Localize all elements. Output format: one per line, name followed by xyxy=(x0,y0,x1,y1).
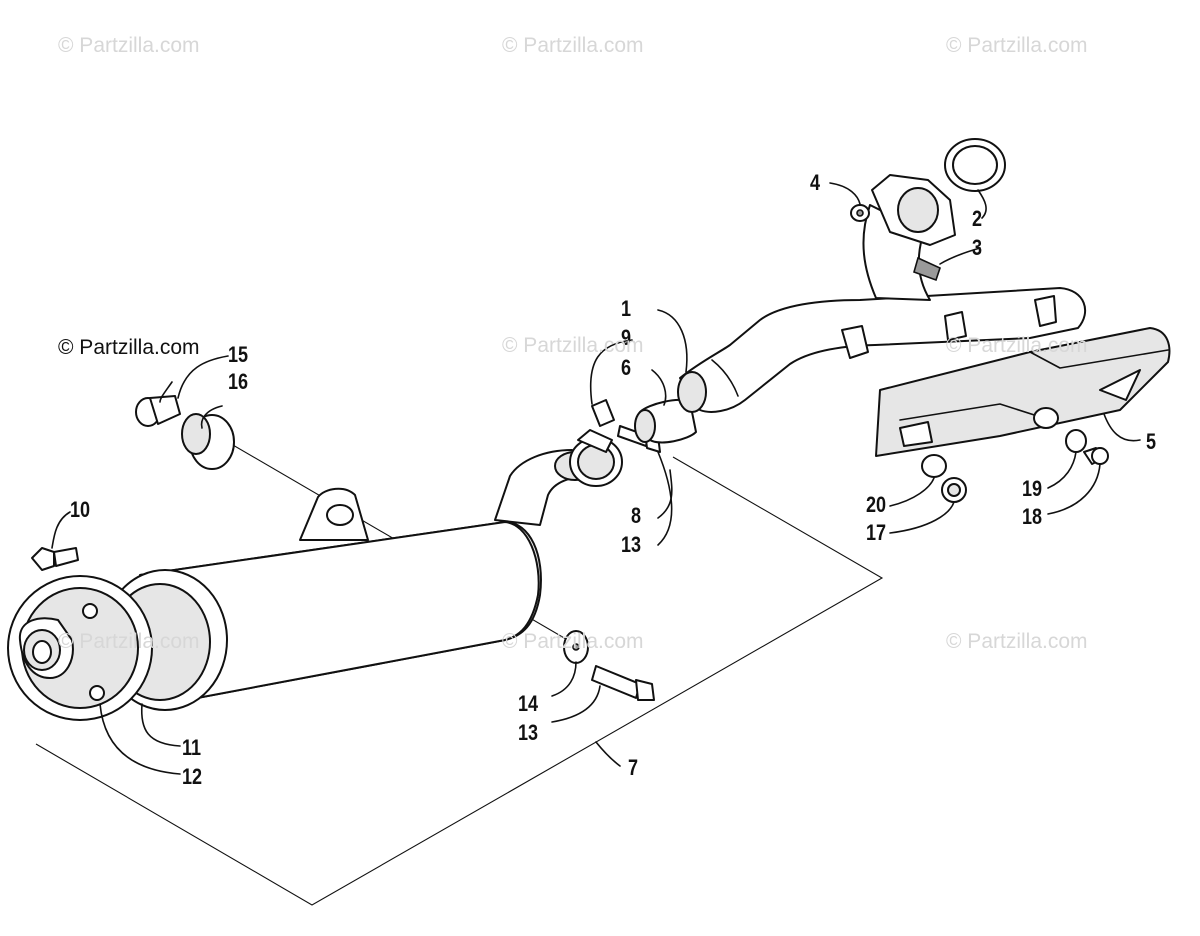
callout-3: 3 xyxy=(972,235,983,260)
nut-4 xyxy=(850,204,870,222)
watermark-top-left: © Partzilla.com xyxy=(58,34,200,57)
callout-19: 19 xyxy=(1022,476,1043,501)
callout-12: 12 xyxy=(182,764,203,789)
callout-2: 2 xyxy=(972,206,983,231)
gasket-6 xyxy=(634,398,697,444)
spacer-9 xyxy=(591,399,615,427)
watermark-mid-center: © Partzilla.com xyxy=(502,334,644,357)
watermark-low-right: © Partzilla.com xyxy=(946,630,1088,653)
flange xyxy=(871,174,956,246)
nut-17 xyxy=(941,477,967,503)
watermark-low-left: © Partzilla.com xyxy=(58,630,200,653)
grommet-16 xyxy=(181,413,235,470)
callout-5: 5 xyxy=(1146,429,1157,454)
callout-13-lower: 13 xyxy=(518,720,539,745)
grommet-20 xyxy=(921,454,947,478)
callout-8: 8 xyxy=(631,503,642,528)
callout-9: 9 xyxy=(621,325,632,350)
callout-15: 15 xyxy=(228,342,249,367)
bolt-18 xyxy=(1083,447,1109,465)
gasket-2 xyxy=(944,138,1006,192)
leader-lines xyxy=(51,182,1141,775)
washer-19 xyxy=(1065,429,1087,453)
callout-13-upper: 13 xyxy=(621,532,642,557)
watermark-mid-left: © Partzilla.com xyxy=(58,336,200,359)
bolt-13-lower xyxy=(591,665,655,701)
assembly-7-outline xyxy=(35,456,884,906)
watermark-mid-right: © Partzilla.com xyxy=(946,334,1088,357)
watermark-top-right: © Partzilla.com xyxy=(946,34,1088,57)
callout-7: 7 xyxy=(628,755,639,780)
callout-1: 1 xyxy=(621,296,632,321)
callout-17: 17 xyxy=(866,520,887,545)
callout-10: 10 xyxy=(70,497,91,522)
pin-15 xyxy=(135,395,181,427)
clamp-8 xyxy=(569,429,623,487)
callout-18: 18 xyxy=(1022,504,1043,529)
heat-shield-5 xyxy=(875,327,1171,457)
callout-16: 16 xyxy=(228,369,249,394)
watermark-low-center: © Partzilla.com xyxy=(502,630,644,653)
callout-14: 14 xyxy=(518,691,539,716)
callout-4: 4 xyxy=(810,170,821,195)
callout-11: 11 xyxy=(182,735,202,760)
watermark-top-center: © Partzilla.com xyxy=(502,34,644,57)
callout-6: 6 xyxy=(621,355,632,380)
bolt-10 xyxy=(31,547,79,571)
callout-20: 20 xyxy=(866,492,887,517)
muffler xyxy=(7,449,596,721)
